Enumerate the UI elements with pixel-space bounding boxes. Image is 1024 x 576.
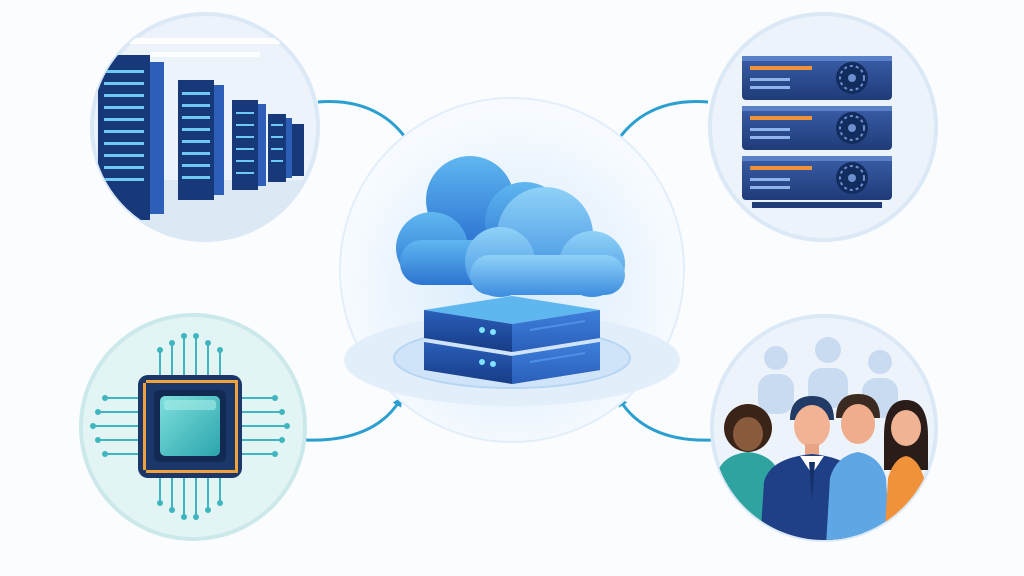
- arrow-chip-to-cloud: [304, 396, 403, 442]
- cloud-icon: [396, 156, 625, 297]
- data-center-node: [90, 12, 320, 242]
- cloud-server-hub: [339, 97, 685, 443]
- user-community-node: [710, 314, 938, 542]
- processor-chip-icon: [90, 333, 290, 520]
- person-man-right: [826, 394, 890, 540]
- gpu-cluster-node: [708, 12, 938, 242]
- processor-chip-node: [79, 313, 307, 541]
- arrow-users-to-cloud: [617, 396, 713, 442]
- gpu-cluster-icon: [742, 56, 892, 208]
- data-center-icon: [98, 55, 304, 220]
- server-stack-icon: [424, 296, 600, 384]
